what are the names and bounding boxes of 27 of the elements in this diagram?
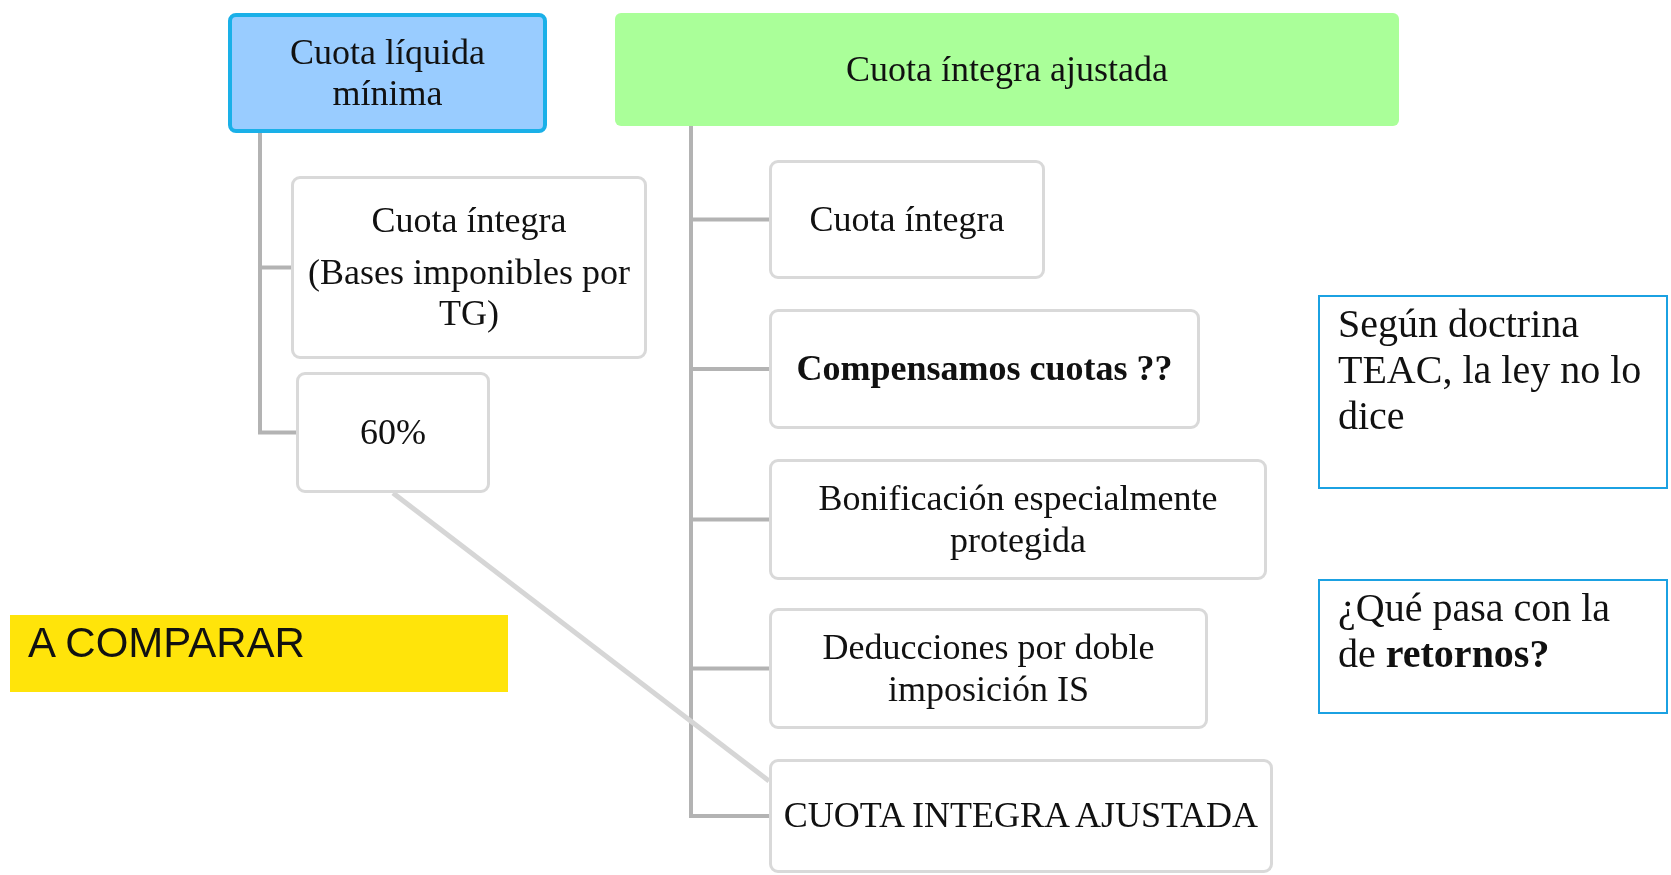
process-box xyxy=(769,309,1200,429)
process-box xyxy=(769,459,1267,580)
node-text: Cuota íntegra ajustada xyxy=(846,48,1168,91)
node-text: Según doctrina TEAC, la ley no lo dice xyxy=(1338,301,1643,439)
note-box xyxy=(1318,579,1668,714)
heading-box xyxy=(615,13,1399,126)
process-box xyxy=(769,608,1208,729)
node-text: Cuota íntegra xyxy=(809,198,1005,241)
process-box xyxy=(769,160,1045,279)
process-box xyxy=(291,176,647,359)
node-text: Deducciones por doble imposición IS xyxy=(821,627,1156,710)
node-text: Compensamos cuotas ?? xyxy=(796,348,1173,390)
node-text: Cuota íntegra xyxy=(371,200,567,242)
heading-box xyxy=(228,13,547,133)
banner-box xyxy=(10,615,508,692)
node-text: Bonificación especialmente protegida xyxy=(817,478,1219,561)
node-text: CUOTA INTEGRA AJUSTADA xyxy=(783,795,1259,837)
node-text: A COMPARAR xyxy=(28,619,305,668)
node-text: 60% xyxy=(360,411,426,454)
node-text: Cuota líquida mínima xyxy=(289,31,486,115)
connector-line xyxy=(258,133,296,435)
process-box xyxy=(769,759,1273,873)
note-box xyxy=(1318,295,1668,489)
node-text: ¿Qué pasa con la de retornos? xyxy=(1338,585,1612,677)
process-box xyxy=(296,372,490,493)
node-text: (Bases imponibles por TG) xyxy=(307,251,631,335)
connector-line xyxy=(391,491,771,783)
